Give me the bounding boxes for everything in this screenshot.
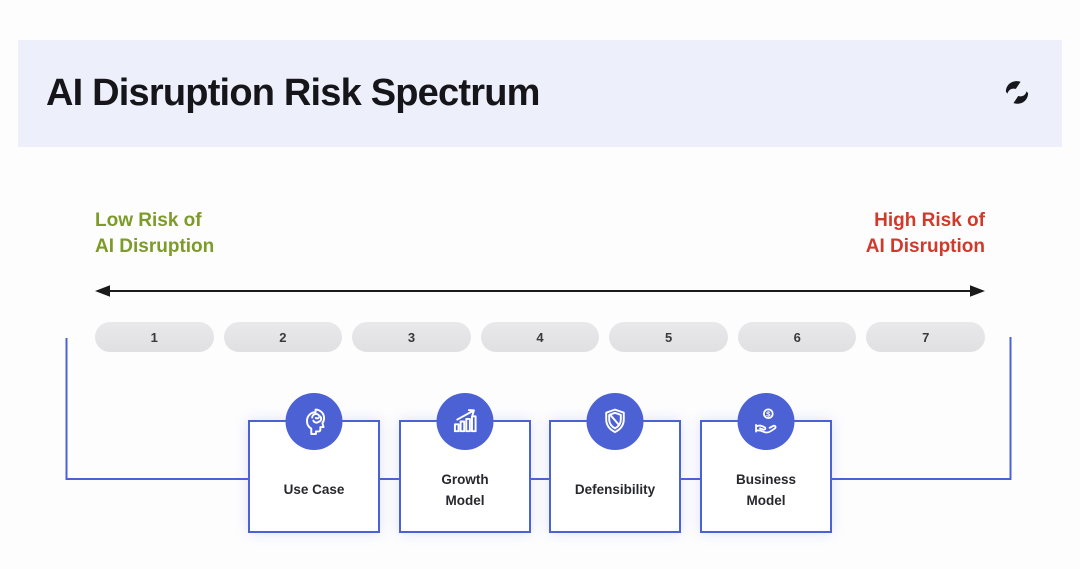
factor-label: Growth Model	[441, 471, 489, 508]
scale-pill-3: 3	[352, 322, 471, 352]
factor-circle	[586, 393, 644, 450]
svg-text:$: $	[766, 409, 771, 418]
header: AI Disruption Risk Spectrum	[18, 40, 1062, 147]
hand-coin-icon: $	[755, 408, 777, 434]
low-risk-label: Low Risk of AI Disruption	[95, 208, 214, 260]
factor-label: Business Model	[735, 471, 797, 508]
low-risk-line-1: Low Risk of	[95, 210, 202, 231]
high-risk-line-1: High Risk of	[874, 210, 985, 231]
scale-pill-2: 2	[223, 322, 343, 352]
factor-label: Use Case	[283, 482, 345, 497]
factor-circle: $	[737, 393, 795, 450]
growth-chart-icon	[453, 409, 477, 433]
factor-circle	[436, 393, 494, 450]
double-headed-arrow-icon	[95, 285, 985, 297]
scale-pill-4: 4	[480, 322, 600, 352]
factor-box-use-case: Use Case	[248, 393, 380, 533]
shield-icon	[605, 408, 625, 434]
scale-pill-6: 6	[737, 322, 857, 352]
head-brain-icon	[306, 408, 326, 435]
page-title: AI Disruption Risk Spectrum	[46, 72, 540, 114]
low-risk-line-2: AI Disruption	[95, 236, 215, 257]
high-risk-label: High Risk of AI Disruption	[866, 208, 985, 260]
scale-pill-5: 5	[609, 322, 728, 352]
high-risk-line-2: AI Disruption	[865, 236, 985, 257]
brand-mark-icon	[1005, 80, 1029, 104]
factor-circle	[285, 393, 343, 450]
scale-pill-1: 1	[95, 322, 214, 352]
factor-box-growth-model: Growth Model	[399, 393, 531, 533]
factor-label: Defensibility	[574, 482, 656, 497]
scale-pill-7: 7	[866, 322, 986, 352]
scale-pill-row: 1 2 3 4 5 6 7	[95, 322, 986, 352]
factor-box-business-model: $ Business Model	[700, 393, 832, 533]
factor-box-defensibility: Defensibility	[549, 393, 681, 533]
